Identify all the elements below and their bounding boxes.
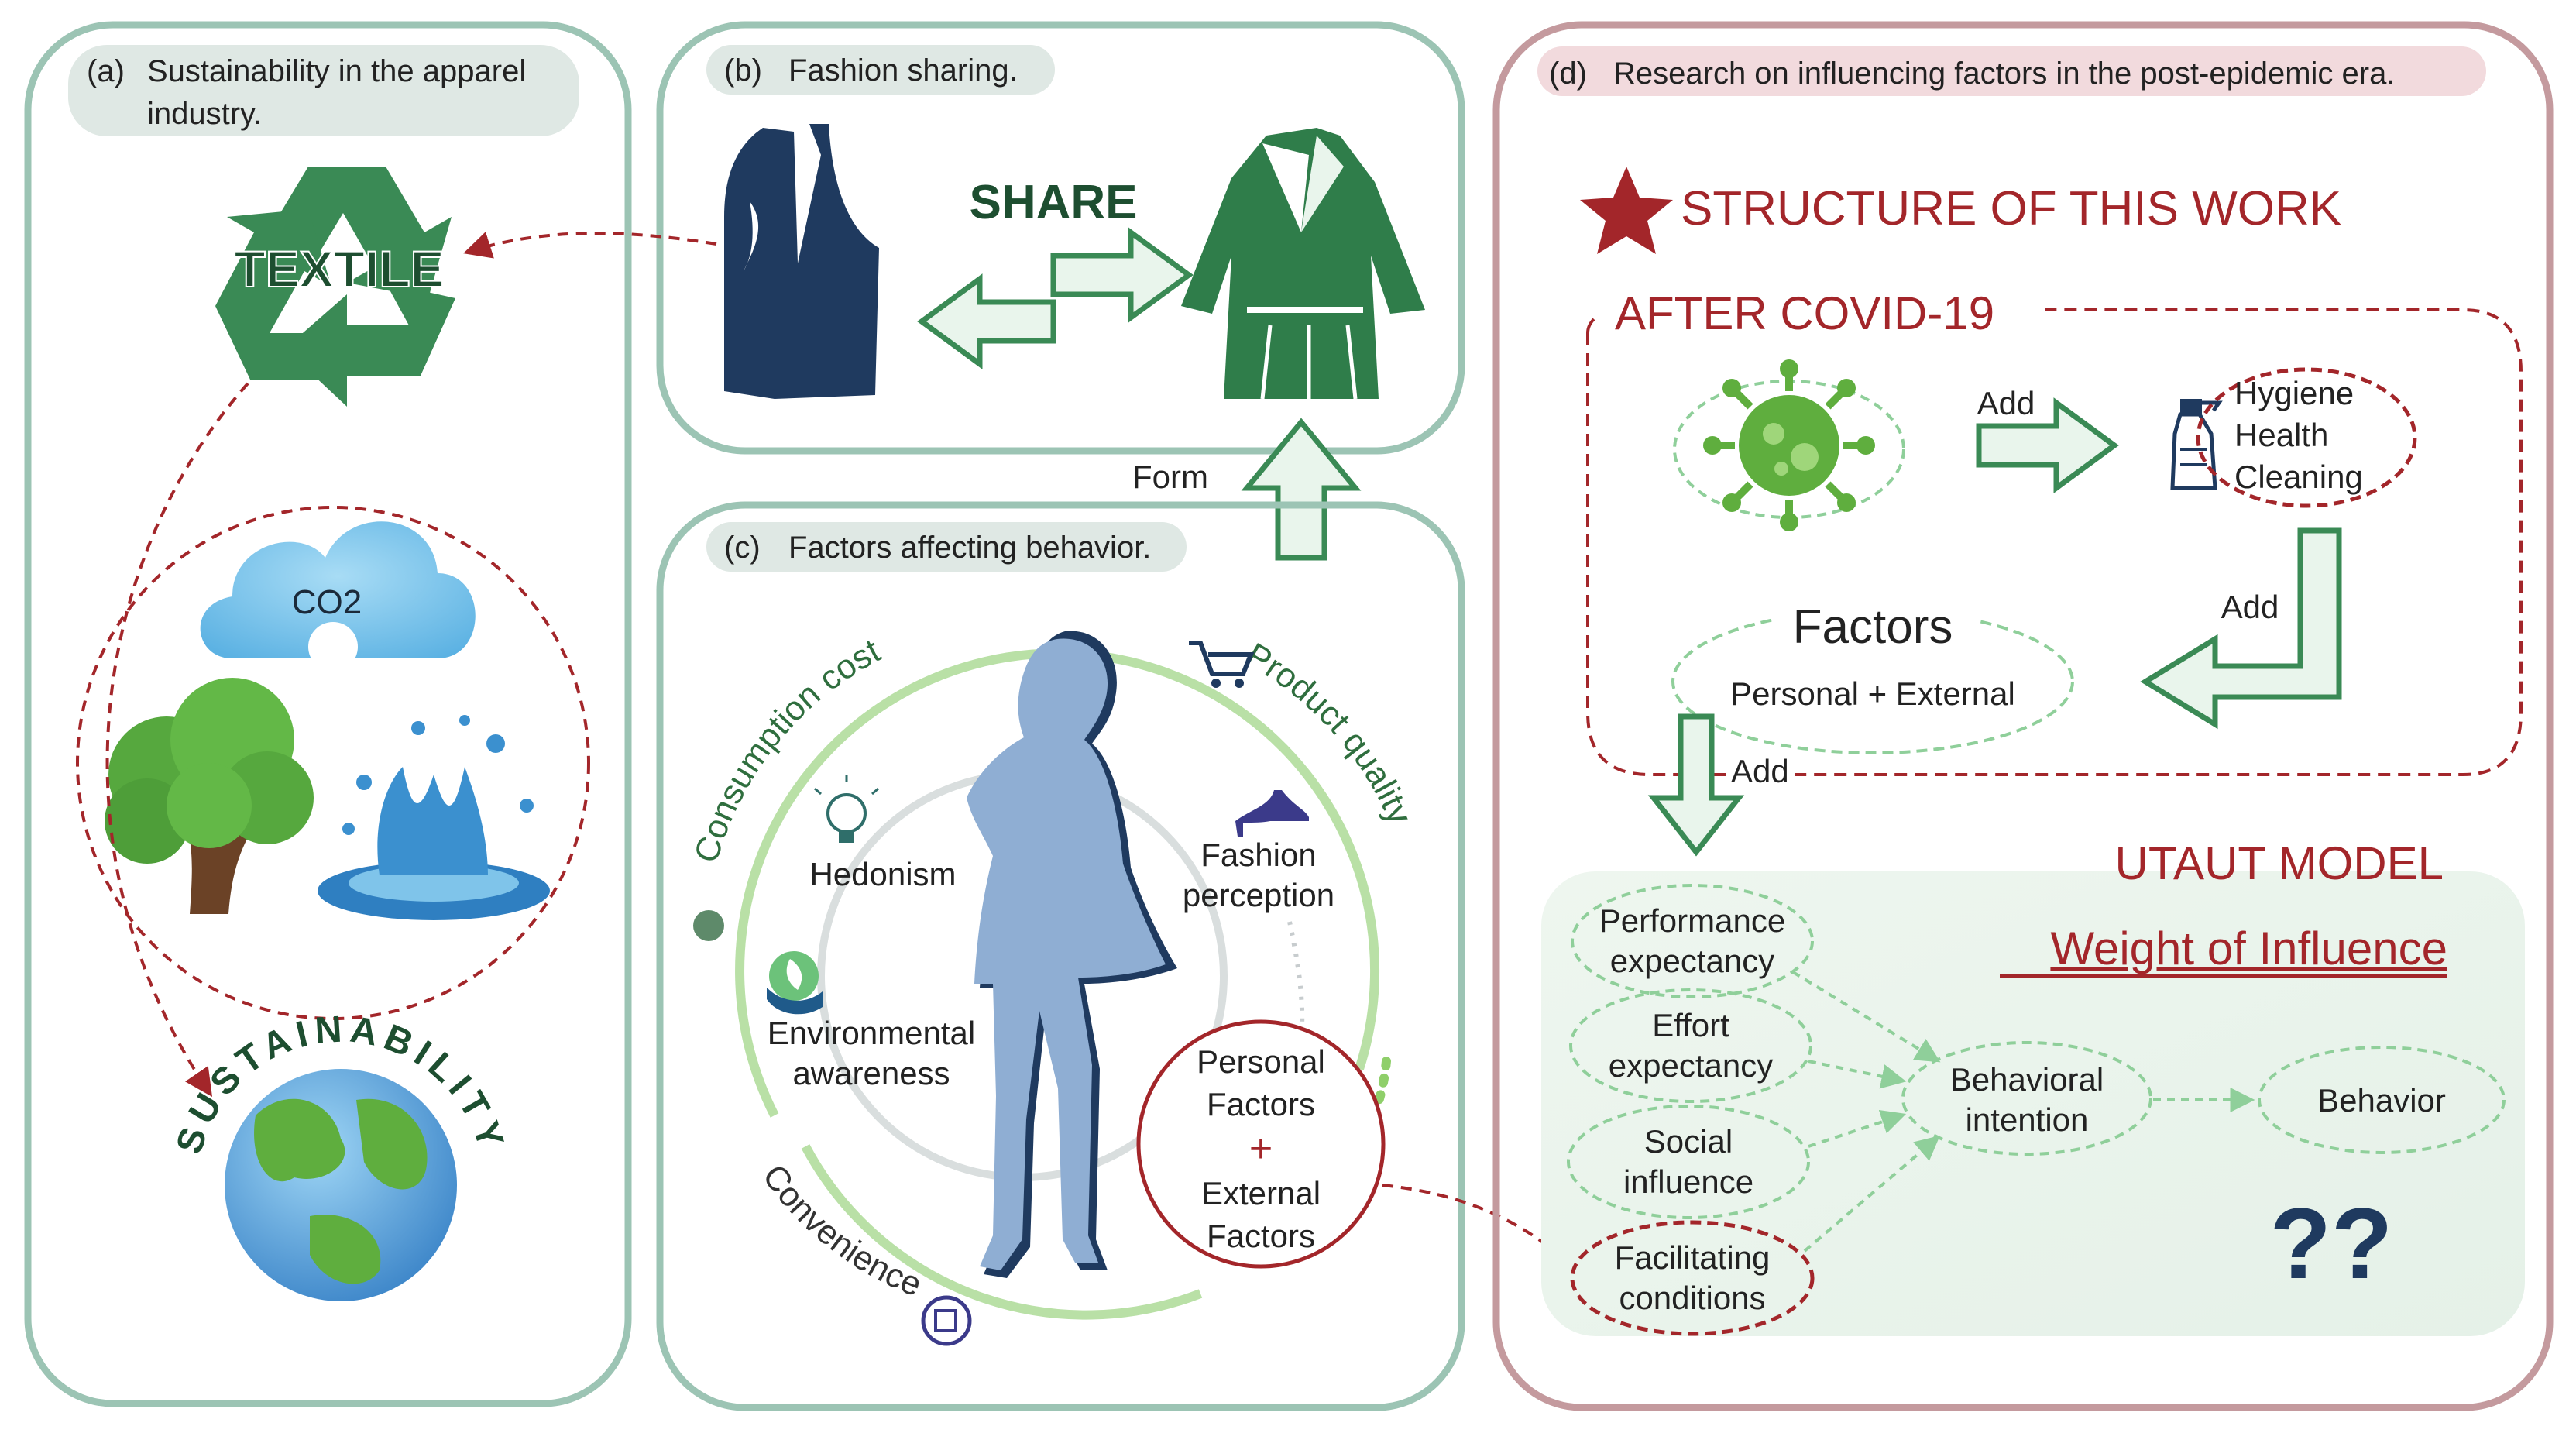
utaut-area xyxy=(1541,871,2525,1336)
facilitating-ellipse xyxy=(1570,1220,1815,1336)
add-arrow-right xyxy=(1976,397,2119,493)
share-label: SHARE xyxy=(969,176,1137,229)
question-marks: ?? xyxy=(2270,1187,2393,1300)
share-arrows-icon xyxy=(917,227,1194,369)
after-covid-box-corner xyxy=(1586,318,1595,334)
factors-title-bg xyxy=(1774,604,1975,651)
panel-a-caption-line1: Sustainability in the apparel xyxy=(147,54,526,88)
panel-c: (c) Factors affecting behavior. Consumpt… xyxy=(656,501,1577,1411)
textile-label: TEXTILE xyxy=(234,240,444,297)
panel-d-tag: (d) xyxy=(1549,57,1587,91)
behavior-ellipse xyxy=(2258,1046,2506,1154)
after-covid-box xyxy=(1586,308,2523,776)
facilitating-line1: Facilitating xyxy=(1615,1239,1771,1276)
fashion-perception-line1: Fashion xyxy=(1200,837,1316,873)
external-factors-line2: Factors xyxy=(1207,1218,1315,1254)
performance-ellipse xyxy=(1571,884,1814,998)
behavioral-intention-line2: intention xyxy=(1966,1101,2089,1138)
spray-bottle-icon xyxy=(2170,399,2223,490)
panel-d-caption: Research on influencing factors in the p… xyxy=(1613,57,2395,91)
add-label-2: Add xyxy=(2221,589,2279,625)
behavioral-intention-line1: Behavioral xyxy=(1950,1061,2104,1098)
utaut-connectors xyxy=(1791,971,2255,1253)
lightbulb-icon xyxy=(814,775,879,843)
panel-c-tag: (c) xyxy=(724,531,761,565)
textile-to-sustainability-arrow xyxy=(105,382,249,1097)
share-box-icon xyxy=(921,1295,972,1346)
star-icon xyxy=(1580,167,1673,254)
personal-external-circle xyxy=(1136,1019,1386,1269)
add-label-1: Add xyxy=(1977,385,2035,421)
behavior-label: Behavior xyxy=(2317,1082,2446,1119)
facilitating-line2: conditions xyxy=(1619,1280,1765,1316)
hygiene-label: Hygiene xyxy=(2234,375,2354,411)
structure-title: STRUCTURE OF THIS WORK xyxy=(1681,182,2341,235)
consumption-cost-label: Consumption cost xyxy=(687,631,886,867)
panel-b-caption: Fashion sharing. xyxy=(788,53,1018,88)
panel-a-caption-line2: industry. xyxy=(147,97,262,131)
environmental-awareness-line1: Environmental xyxy=(768,1015,975,1051)
virus-icon xyxy=(1703,359,1875,531)
factors-subtitle: Personal + External xyxy=(1730,675,2015,712)
utaut-title: UTAUT MODEL xyxy=(2115,837,2444,889)
fashion-perception-line2: perception xyxy=(1183,877,1334,913)
earth-icon xyxy=(225,1069,457,1301)
effort-line2: expectancy xyxy=(1609,1047,1773,1084)
cart-icon xyxy=(1189,641,1255,688)
performance-line1: Performance xyxy=(1599,902,1785,939)
hedonism-label: Hedonism xyxy=(809,856,956,892)
social-line2: influence xyxy=(1623,1163,1753,1200)
social-line1: Social xyxy=(1644,1123,1733,1160)
cloud-icon xyxy=(200,521,476,672)
panel-a: (a) Sustainability in the apparel indust… xyxy=(24,21,632,1407)
performance-line2: expectancy xyxy=(1610,943,1774,979)
outer-ring-bottom xyxy=(801,1144,1203,1320)
personal-factors-line1: Personal xyxy=(1197,1043,1325,1080)
tree-icon xyxy=(105,678,314,914)
hygiene-ellipse xyxy=(2196,367,2417,508)
form-label: Form xyxy=(1132,459,1208,495)
co2-label: CO2 xyxy=(292,583,362,621)
effort-ellipse xyxy=(1569,988,1812,1103)
panel-a-tag: (a) xyxy=(87,54,125,88)
environmental-awareness-line2: awareness xyxy=(792,1055,950,1091)
health-label: Health xyxy=(2234,417,2328,453)
personal-factors-line2: Factors xyxy=(1207,1086,1315,1122)
eco-hand-icon xyxy=(767,951,823,1015)
panel-b-tag: (b) xyxy=(724,53,762,88)
vest-to-textile-arrow xyxy=(463,232,717,259)
external-factors-line1: External xyxy=(1201,1175,1321,1211)
woman-silhouette-icon xyxy=(967,631,1177,1278)
add-label-3: Add xyxy=(1731,753,1789,789)
high-heel-icon xyxy=(1235,790,1309,837)
panel-d: (d) Research on influencing factors in t… xyxy=(1492,21,2554,1411)
factors-to-facilitating-arrow xyxy=(1382,1184,1577,1270)
add-arrow-l-shape xyxy=(2140,527,2342,730)
after-covid-label: AFTER COVID-19 xyxy=(1615,287,1994,339)
weight-of-influence-title: Weight of Influence xyxy=(2050,923,2447,974)
factors-title: Factors xyxy=(1793,600,1953,654)
money-bag-icon xyxy=(693,910,724,941)
water-splash-icon xyxy=(318,715,550,920)
cleaning-label: Cleaning xyxy=(2234,459,2363,495)
panel-c-caption: Factors affecting behavior. xyxy=(788,531,1151,565)
recycle-icon xyxy=(215,167,455,407)
effort-line1: Effort xyxy=(1652,1007,1729,1043)
coat-icon xyxy=(1181,128,1425,400)
add-label-3-bg xyxy=(1726,750,1795,790)
form-up-arrow xyxy=(1241,418,1362,561)
vest-icon xyxy=(724,124,879,399)
environment-circle xyxy=(76,506,590,1020)
convenience-label: Convenience xyxy=(755,1158,927,1304)
plus-sign: + xyxy=(1249,1126,1273,1171)
social-ellipse xyxy=(1567,1105,1810,1219)
outer-ring xyxy=(735,648,1380,1118)
panel-b: (b) Fashion sharing. SHARE Form xyxy=(463,21,1465,561)
add-arrow-down xyxy=(1647,713,1745,857)
behavioral-intention-ellipse xyxy=(1901,1041,2152,1156)
